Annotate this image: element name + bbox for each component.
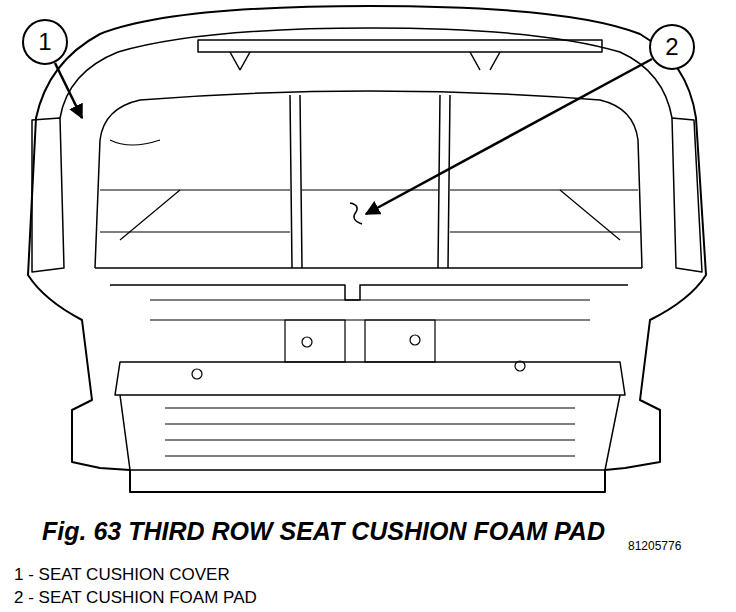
callout-number: 2 — [665, 35, 678, 59]
figure-caption: Fig. 63 THIRD ROW SEAT CUSHION FOAM PAD — [42, 518, 605, 546]
legend-entry: 2 - SEAT CUSHION FOAM PAD — [14, 589, 257, 608]
callout-number: 1 — [38, 30, 51, 54]
legend-entry: 1 - SEAT CUSHION COVER — [14, 566, 230, 585]
callout-circle: 2 — [649, 24, 695, 70]
figure-number: 81205776 — [628, 540, 681, 553]
callout-circle: 1 — [22, 19, 68, 65]
